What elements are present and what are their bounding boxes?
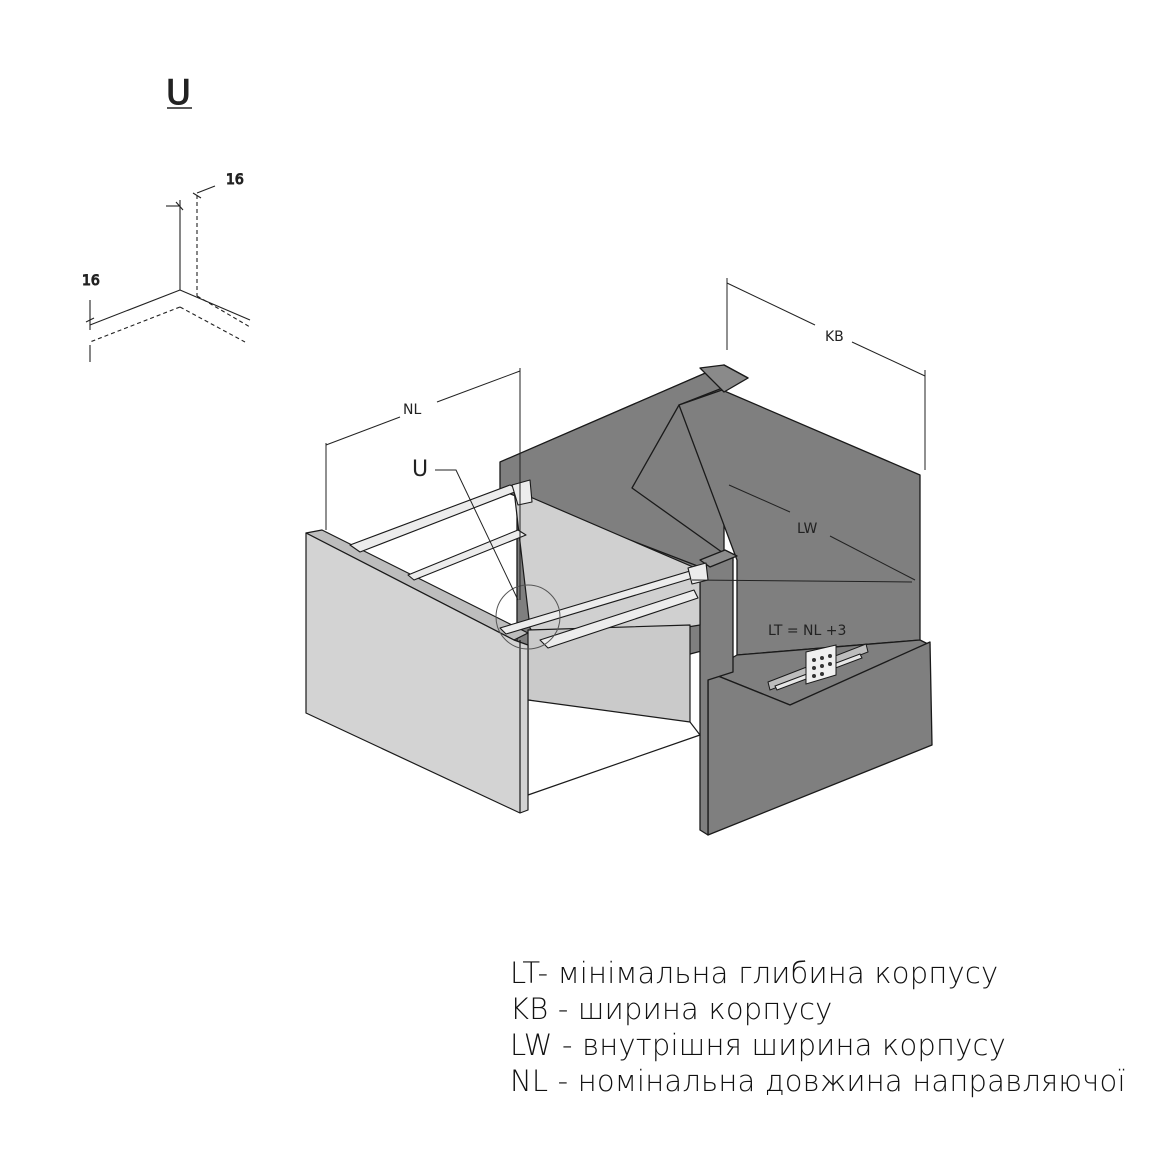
detail-title: U — [166, 73, 191, 113]
dimension-lines — [325, 278, 926, 601]
legend-item-lt: LT- мінімальна глибина корпусу — [510, 956, 999, 990]
legend: LT- мінімальна глибина корпусу KB - шири… — [510, 955, 1126, 1099]
dim-nl-label: NL — [403, 402, 421, 418]
dim-kb-label: KB — [825, 329, 844, 345]
drawer-rails — [349, 479, 709, 649]
drawer-box — [305, 479, 709, 814]
dim-lw-label: LW — [797, 521, 818, 537]
guide-rail — [767, 643, 869, 691]
dim-u-label: U — [412, 457, 428, 482]
drawer-front — [305, 532, 529, 814]
legend-item-nl: NL - номінальна довжина направляючої — [510, 1064, 1126, 1098]
legend-item-lw: LW - внутрішня ширина корпусу — [510, 1028, 1007, 1062]
dim-lt-label: LT = NL +3 — [768, 623, 846, 639]
detail-dim-side: 16 — [82, 273, 100, 289]
u-corner-detail: U 16 16 — [81, 72, 251, 362]
detail-dim-top: 16 — [226, 172, 244, 188]
legend-item-kb: KB - ширина корпусу — [510, 992, 833, 1026]
u-callout-circle — [495, 584, 561, 650]
